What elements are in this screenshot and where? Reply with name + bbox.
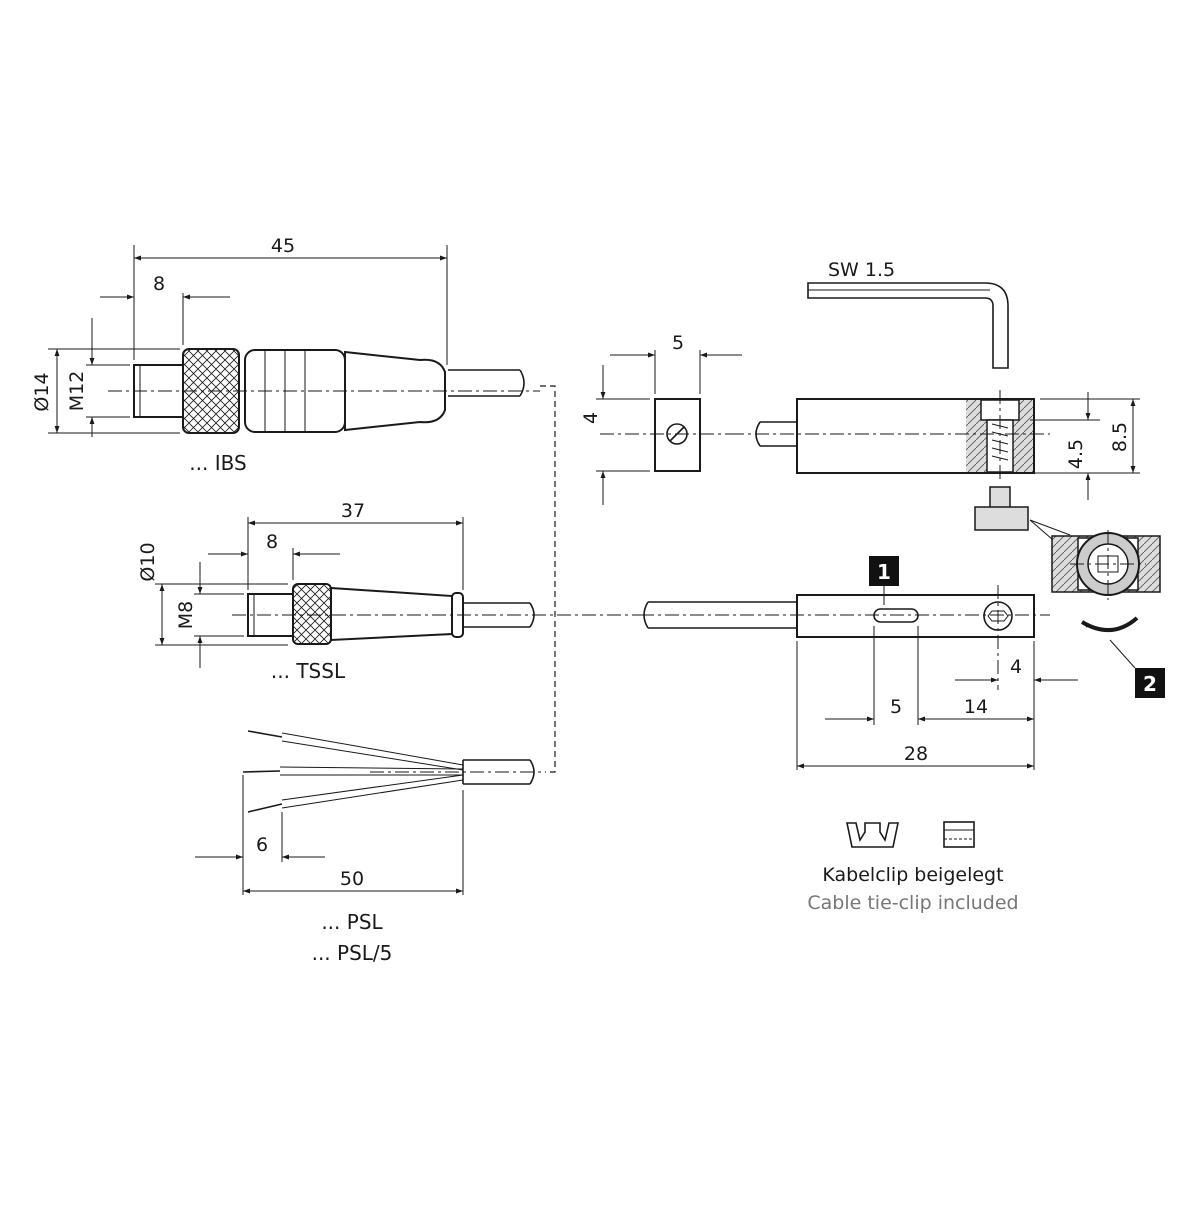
psl5-label: ... PSL/5 [312, 941, 393, 965]
psl-wire-2 [279, 766, 464, 776]
tssl-thread-dim: M8 [175, 601, 197, 629]
svg-text:2: 2 [1143, 672, 1157, 696]
nut-block-body [654, 398, 701, 472]
tssl-connector: 37 8 Ø10 M8 ... TSSL [137, 500, 640, 683]
psl-cable-end: 6 50 ... PSL ... PSL/5 [195, 730, 545, 965]
exploded-nut [974, 506, 1029, 531]
variant-link-lines [540, 385, 556, 773]
psl-label: ... PSL [321, 910, 383, 934]
tssl-body [330, 586, 453, 642]
hex-key [807, 282, 1009, 369]
hex-key-label: SW 1.5 [828, 259, 895, 281]
cable-clip-front-icon [943, 821, 975, 848]
screw-depth-dim: 4.5 [1065, 439, 1087, 469]
tssl-knurled-nut [292, 583, 332, 645]
ibs-nut-dim: 8 [153, 273, 165, 295]
rotation-arrow [1080, 616, 1139, 632]
svg-text:1: 1 [877, 560, 891, 584]
tssl-outer-diameter-dim: Ø10 [137, 542, 159, 581]
badge-1: 1 [869, 556, 899, 586]
nut-width-dim: 5 [672, 332, 684, 354]
nut-height-dim: 4 [580, 412, 602, 424]
ibs-cable [448, 369, 525, 397]
ibs-length-dim: 45 [271, 235, 295, 257]
cable-clip-note: Kabelclip beigelegt Cable tie-clip inclu… [807, 821, 1019, 914]
nut-block: 5 4 [580, 332, 742, 505]
sensor-top-view: 1 4 5 14 28 [640, 556, 1078, 770]
edge-dim: 4 [1010, 656, 1022, 678]
cable-clip-text-en: Cable tie-clip included [807, 892, 1018, 914]
badge-2: 2 [1135, 668, 1165, 698]
tssl-cable [463, 602, 535, 628]
length-dim: 28 [904, 743, 928, 765]
psl-strip-dim: 6 [256, 834, 268, 856]
ibs-outer-diameter-dim: Ø14 [31, 372, 53, 411]
cable-clip-side-icon [846, 822, 899, 848]
psl-wire-1 [281, 732, 464, 771]
sensor-side-view: SW 1.5 4.5 8.5 [730, 259, 1140, 531]
cable-clip-text-de: Kabelclip beigelegt [822, 864, 1003, 886]
psl-length-dim: 50 [340, 868, 364, 890]
detail-view: 2 [1029, 519, 1165, 698]
ibs-connector: 45 8 Ø14 M12 ... IBS [31, 235, 540, 475]
offset-dim: 14 [964, 696, 988, 718]
psl-wire-3 [281, 774, 464, 809]
ibs-label: ... IBS [189, 451, 246, 475]
tssl-label: ... TSSL [271, 659, 346, 683]
sensor-height-dim: 8.5 [1109, 422, 1131, 452]
ibs-thread-dim: M12 [66, 371, 88, 412]
slot-dim: 5 [890, 696, 902, 718]
tssl-nut-dim: 8 [266, 531, 278, 553]
tssl-length-dim: 37 [341, 500, 365, 522]
